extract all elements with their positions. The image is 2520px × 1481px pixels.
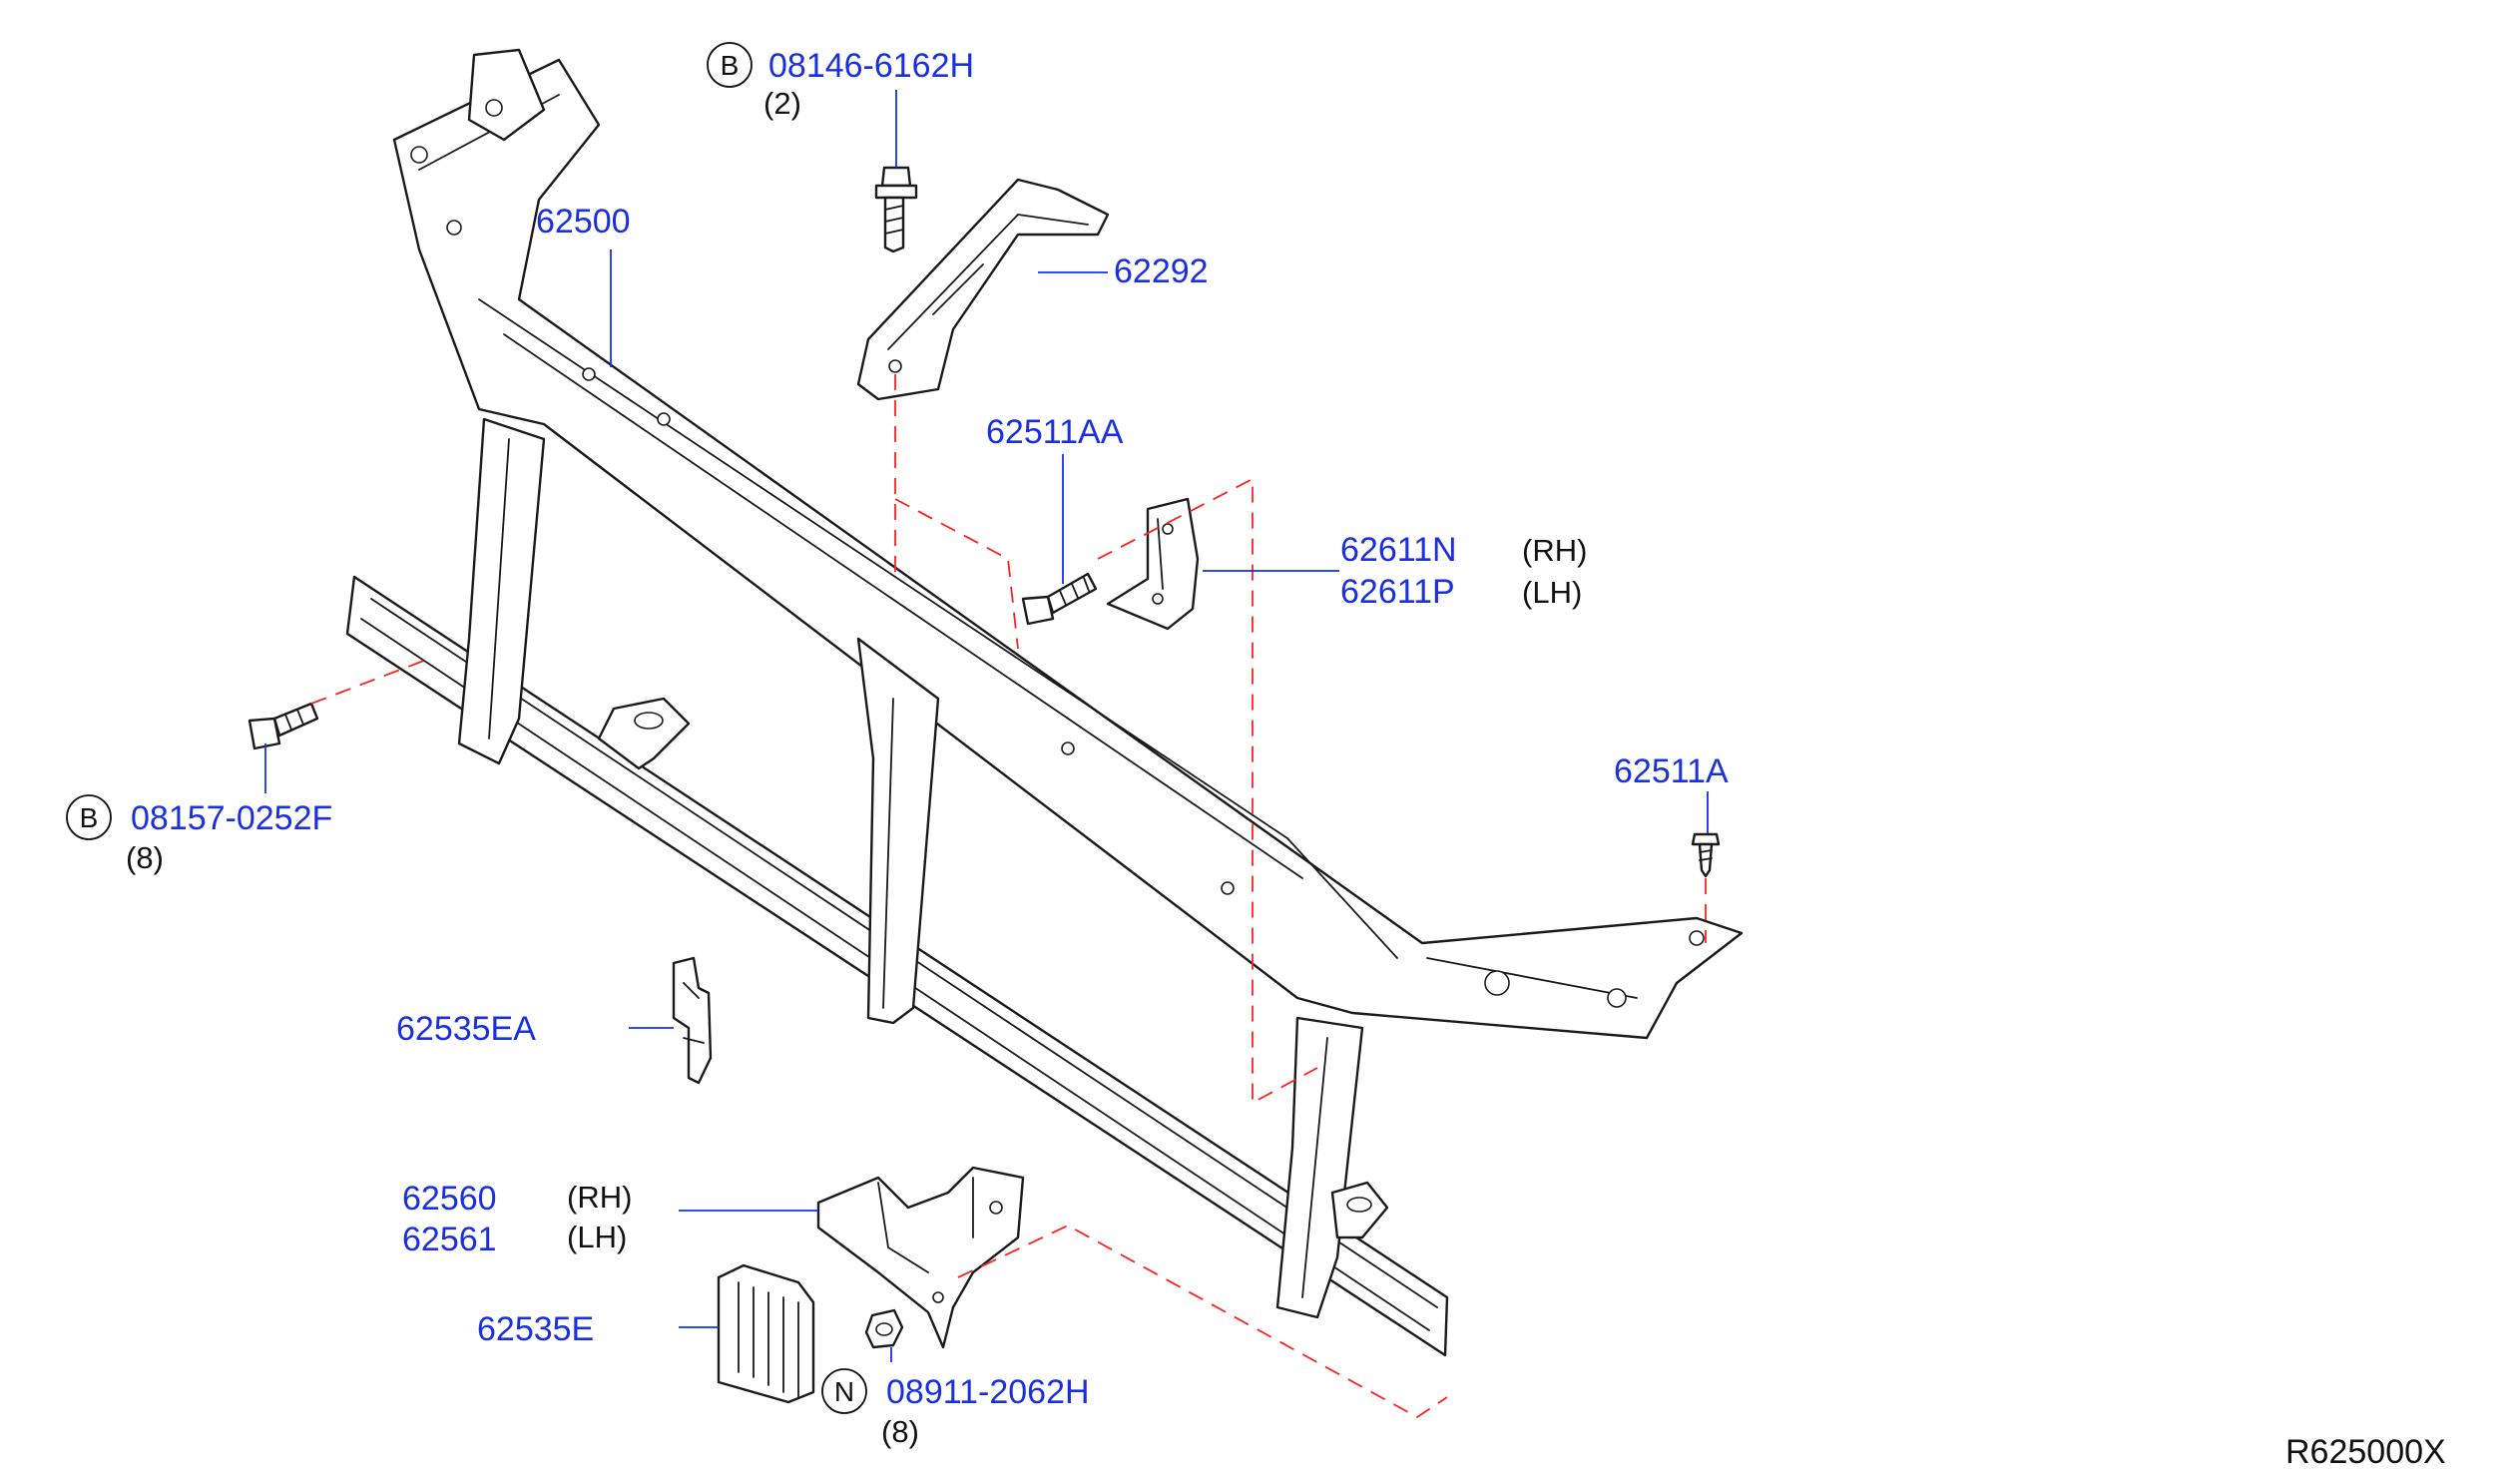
- bolt-62511aa: [1021, 572, 1098, 626]
- side-rh-62611n: (RH): [1522, 533, 1587, 568]
- label-62535e: 62535E: [477, 1310, 594, 1348]
- label-62535ea: 62535EA: [396, 1010, 536, 1048]
- leader-lines: [264, 90, 1709, 1362]
- svg-text:N: N: [834, 1376, 854, 1407]
- badge-b-left: B: [66, 794, 112, 840]
- label-08157-0252f: 08157-0252F: [131, 799, 332, 837]
- badge-n-bottom: N: [821, 1368, 867, 1414]
- label-62560: 62560: [402, 1180, 497, 1218]
- screw-62511a: [1691, 832, 1721, 878]
- qty-08911-2062h: (8): [881, 1414, 919, 1449]
- svg-text:B: B: [80, 802, 99, 833]
- label-62611n: 62611N: [1340, 531, 1457, 569]
- badge-b-top: B: [707, 42, 753, 88]
- label-62511a: 62511A: [1614, 752, 1729, 790]
- clip-62535ea: [672, 956, 713, 1085]
- label-62292: 62292: [1114, 252, 1209, 290]
- qty-08157-0252f: (8): [126, 840, 164, 875]
- assembly-lines: [310, 374, 1707, 1419]
- label-08911-2062h: 08911-2062H: [886, 1373, 1090, 1411]
- bolt-08157-0252f: [248, 702, 319, 750]
- label-62500: 62500: [536, 203, 631, 241]
- side-rh-62560: (RH): [567, 1180, 632, 1215]
- guide-62535e: [717, 1263, 815, 1404]
- bolt-08146-6162h: [874, 166, 918, 253]
- label-08146-6162h: 08146-6162H: [768, 47, 974, 85]
- label-62511aa: 62511AA: [986, 413, 1124, 451]
- side-lh-62561: (LH): [567, 1220, 627, 1254]
- side-bracket-62611: [1106, 497, 1200, 631]
- diagram-reference-code: R625000X: [2285, 1433, 2446, 1471]
- hood-lock-bracket-62560: [816, 1166, 1025, 1349]
- qty-08146-6162h: (2): [763, 86, 801, 121]
- bracket-62292: [856, 178, 1110, 401]
- svg-text:B: B: [721, 50, 740, 81]
- radiator-core-support: [345, 48, 1744, 1357]
- label-62561: 62561: [402, 1221, 497, 1258]
- side-lh-62611p: (LH): [1522, 575, 1582, 610]
- label-62611p: 62611P: [1340, 573, 1455, 611]
